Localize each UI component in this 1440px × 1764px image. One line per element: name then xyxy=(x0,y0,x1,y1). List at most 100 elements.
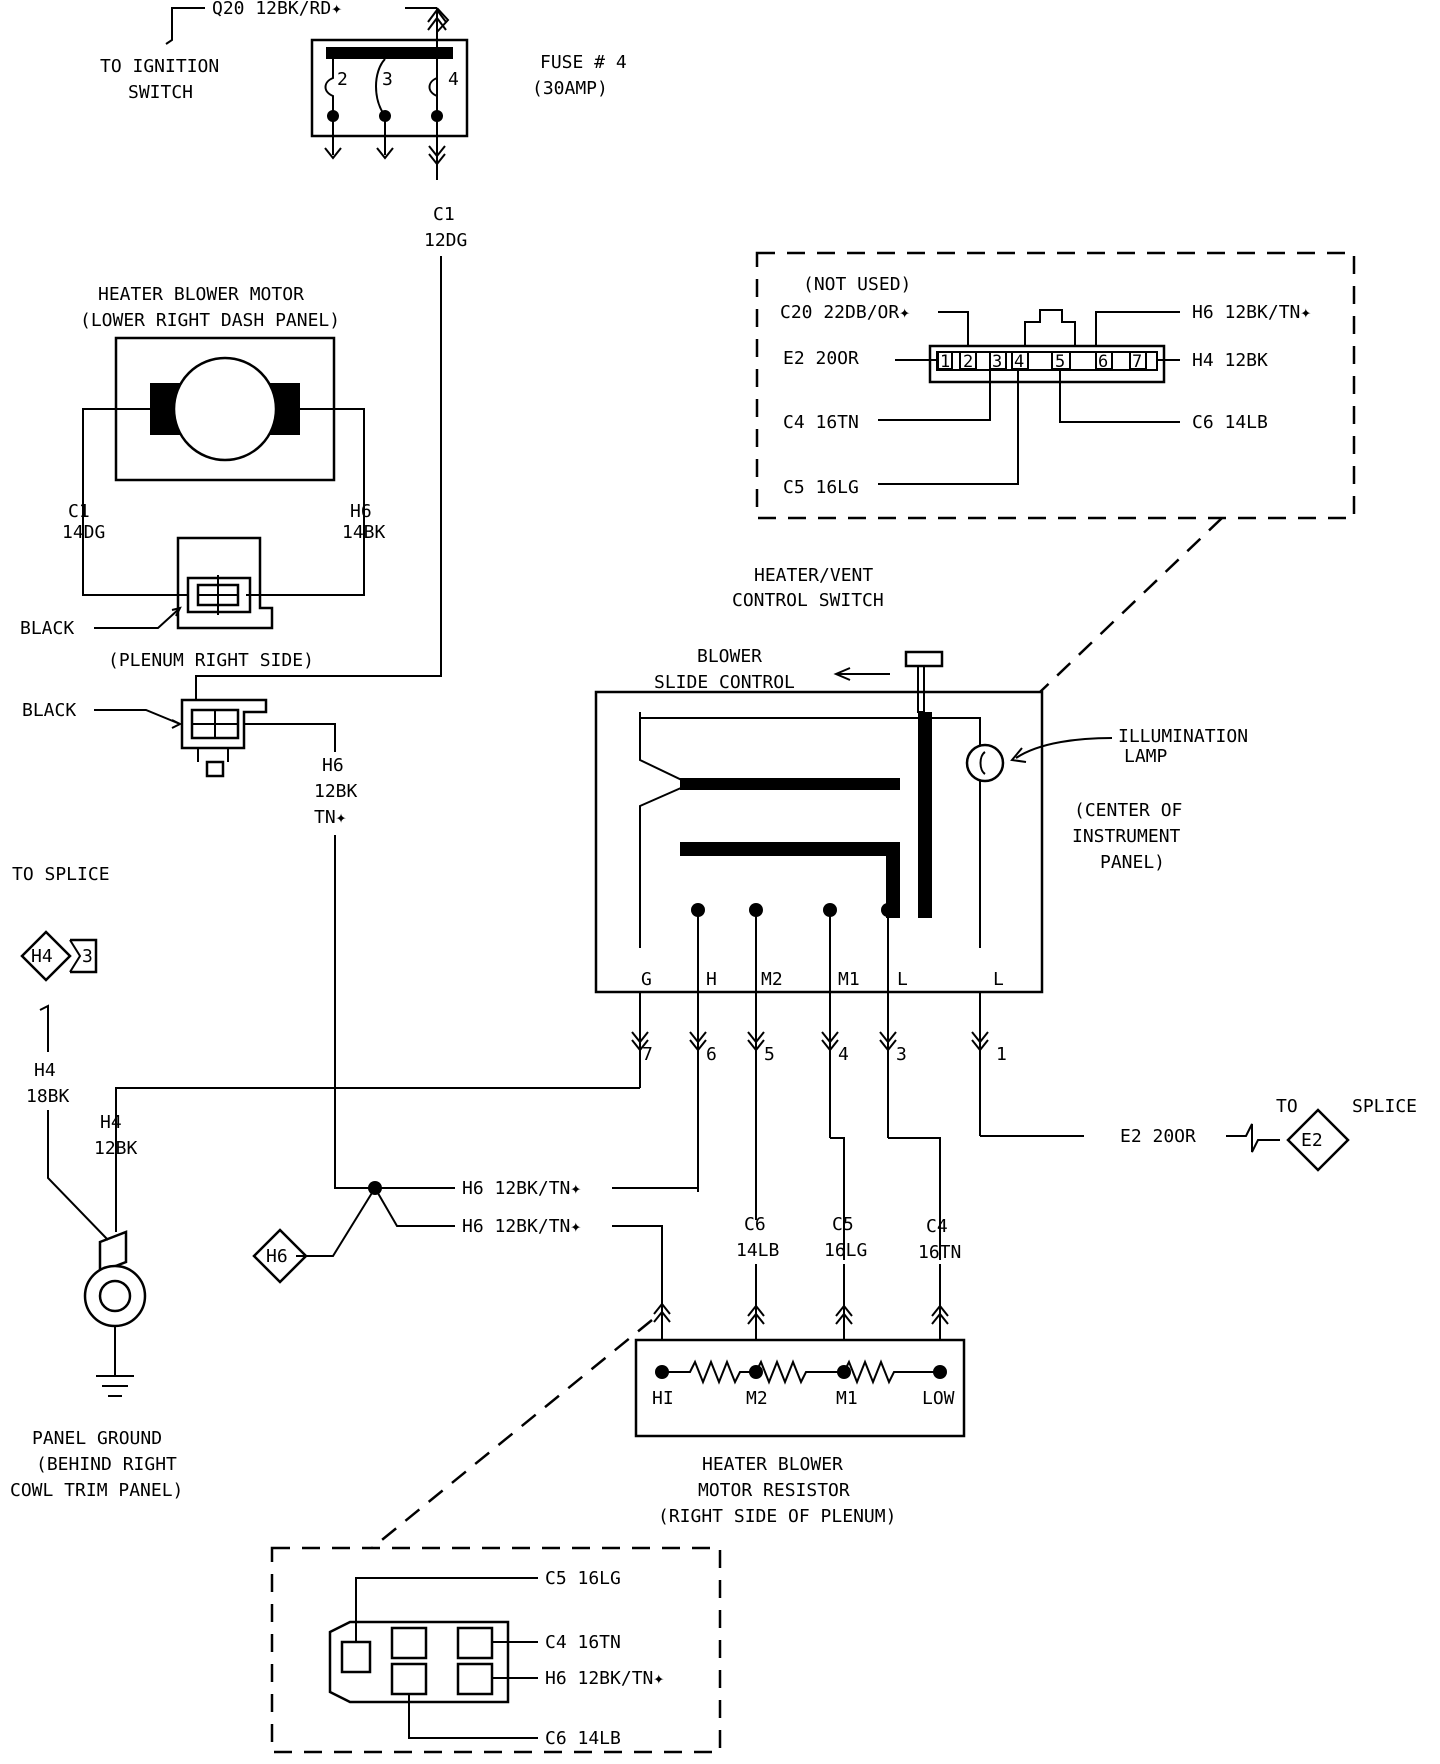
ignition-dest-2: SWITCH xyxy=(128,82,193,103)
c4-wire-label: C4 16TN xyxy=(783,412,859,433)
switch-title-2: CONTROL SWITCH xyxy=(732,590,884,611)
switch-pin-3: 3 xyxy=(896,1044,907,1065)
splice-right-label: SPLICE xyxy=(1352,1096,1417,1117)
location-1: (CENTER OF xyxy=(1074,800,1182,821)
slide-label: BLOWER xyxy=(697,646,762,667)
h6-riser-code: H6 xyxy=(322,755,344,776)
detail-pin-4: 4 xyxy=(1014,352,1024,372)
detail-pin-7: 7 xyxy=(1132,352,1142,372)
switch-pin-4: 4 xyxy=(838,1044,849,1065)
switch-pin-1: 1 xyxy=(996,1044,1007,1065)
resistor-title: HEATER BLOWER xyxy=(702,1454,843,1475)
ignition-feed: Q20 12BK/RD✦ TO IGNITION SWITCH xyxy=(100,0,450,103)
motor-left-wire-spec: 14DG xyxy=(62,522,105,543)
splice-right-to: TO xyxy=(1276,1096,1298,1117)
left-splice: TO SPLICE H4 3 H4 18BK H4 12BK xyxy=(12,864,640,1241)
bottom-c4-label: C4 16TN xyxy=(545,1632,621,1653)
bottom-c5-label: C5 16LG xyxy=(545,1568,621,1589)
c4-spec: 16TN xyxy=(918,1242,961,1263)
c5-spec: 16LG xyxy=(824,1240,867,1261)
lamp-label: ILLUMINATION xyxy=(1118,726,1248,747)
switch-pin-6: 6 xyxy=(706,1044,717,1065)
ground-title: PANEL GROUND xyxy=(32,1428,162,1449)
c20-wire-label: C20 22DB/OR✦ xyxy=(780,302,910,323)
detail-callout-bottom xyxy=(371,1319,653,1549)
fuse-pin-4: 4 xyxy=(448,69,459,90)
ground-title-2: (BEHIND RIGHT xyxy=(36,1454,177,1475)
h4-wire-label: H4 12BK xyxy=(1192,350,1268,371)
h4-18bk-spec: 18BK xyxy=(26,1086,70,1107)
fuse-pin-3: 3 xyxy=(382,69,393,90)
h4-18bk-code: H4 xyxy=(34,1060,56,1081)
e2-wire-label: E2 20OR xyxy=(783,348,859,369)
terminal-g: G xyxy=(641,969,652,990)
resistor-location: (RIGHT SIDE OF PLENUM) xyxy=(658,1506,896,1527)
detail-pin-2: 2 xyxy=(963,352,973,372)
to-splice-left: TO SPLICE xyxy=(12,864,110,885)
detail-pin-5: 5 xyxy=(1055,352,1065,372)
blower-motor-resistor: C6 14LB C5 16LG C4 16TN HI M2 M1 LOW HEA… xyxy=(634,1137,966,1527)
panel-ground: PANEL GROUND (BEHIND RIGHT COWL TRIM PAN… xyxy=(10,1230,183,1501)
ground-title-3: COWL TRIM PANEL) xyxy=(10,1480,183,1501)
location-3: PANEL) xyxy=(1100,852,1165,873)
h6-riser-color: TN✦ xyxy=(314,807,347,828)
heater-blower-motor: HEATER BLOWER MOTOR (LOWER RIGHT DASH PA… xyxy=(62,284,386,596)
splice-node-e2: E2 xyxy=(1301,1130,1323,1151)
e2-wire: E2 20OR xyxy=(1120,1126,1196,1147)
black-connector-label-2: BLACK xyxy=(22,700,76,721)
detail-pin-6: 6 xyxy=(1098,352,1108,372)
terminal-l-right: L xyxy=(993,969,1004,990)
c1-feed-wire: C1 12DG xyxy=(195,204,467,700)
blower-motor-location: (LOWER RIGHT DASH PANEL) xyxy=(80,310,340,331)
motor-right-wire-code: H6 xyxy=(350,501,372,522)
fuse-block: 2 3 4 FUSE # 4 (30AMP) xyxy=(310,9,627,180)
fuse-rating: (30AMP) xyxy=(532,78,608,99)
resistor-title-2: MOTOR RESISTOR xyxy=(698,1480,850,1501)
switch-pin-5: 5 xyxy=(764,1044,775,1065)
splice-node-h4: H4 xyxy=(31,946,53,967)
h6-upper-wire: H6 12BK/TN✦ xyxy=(462,1178,581,1199)
switch-pin-7: 7 xyxy=(642,1044,653,1065)
h6-riser-gauge: 12BK xyxy=(314,781,358,802)
c6-spec: 14LB xyxy=(736,1240,779,1261)
c1-feed-spec: 12DG xyxy=(424,230,467,251)
switch-connector-detail: (NOT USED) C20 22DB/OR✦ E2 20OR C4 16TN … xyxy=(755,251,1356,520)
resistor-hi: HI xyxy=(652,1388,674,1409)
detail-pin-row: 1 2 3 4 5 6 7 xyxy=(937,351,1147,372)
heater-vent-control-switch: HEATER/VENT CONTROL SWITCH BLOWER SLIDE … xyxy=(594,565,1248,1192)
terminal-l-left: L xyxy=(897,969,908,990)
detail-callout-top xyxy=(1039,517,1223,693)
switch-harness-connector: BLACK H6 12BK TN✦ xyxy=(22,698,375,1189)
splice-node-pin: 3 xyxy=(82,946,93,967)
c1-feed-code: C1 xyxy=(433,204,455,225)
plenum-connector: BLACK (PLENUM RIGHT SIDE) xyxy=(20,536,314,671)
switch-title: HEATER/VENT xyxy=(754,565,873,586)
not-used-label: (NOT USED) xyxy=(803,274,911,295)
h6-lower-wire: H6 12BK/TN✦ xyxy=(462,1216,581,1237)
ignition-dest-1: TO IGNITION xyxy=(100,56,219,77)
resistor-m2: M2 xyxy=(746,1388,768,1409)
terminal-h: H xyxy=(706,969,717,990)
c6-wire-label: C6 14LB xyxy=(1192,412,1268,433)
fuse-pin-2: 2 xyxy=(337,69,348,90)
h6-node-label: H6 xyxy=(266,1246,288,1267)
c6-code: C6 xyxy=(744,1214,766,1235)
lamp-label-2: LAMP xyxy=(1124,746,1168,767)
bottom-c6-label: C6 14LB xyxy=(545,1728,621,1749)
detail-pin-1: 1 xyxy=(940,352,950,372)
h6-splice-node: H6 12BK/TN✦ H6 12BK/TN✦ H6 xyxy=(252,1178,699,1314)
resistor-m1: M1 xyxy=(836,1388,858,1409)
terminal-m1: M1 xyxy=(838,969,860,990)
detail-pin-3: 3 xyxy=(992,352,1002,372)
resistor-low: LOW xyxy=(922,1388,955,1409)
plenum-side-label: (PLENUM RIGHT SIDE) xyxy=(108,650,314,671)
h6-wire-label: H6 12BK/TN✦ xyxy=(1192,302,1311,323)
terminal-m2: M2 xyxy=(761,969,783,990)
blower-motor-title: HEATER BLOWER MOTOR xyxy=(98,284,304,305)
black-connector-label-1: BLACK xyxy=(20,618,74,639)
fuse-title: FUSE # 4 xyxy=(540,52,627,73)
location-2: INSTRUMENT xyxy=(1072,826,1181,847)
right-splice: E2 20OR TO SPLICE E2 xyxy=(980,1096,1417,1172)
c5-wire-label: C5 16LG xyxy=(783,477,859,498)
